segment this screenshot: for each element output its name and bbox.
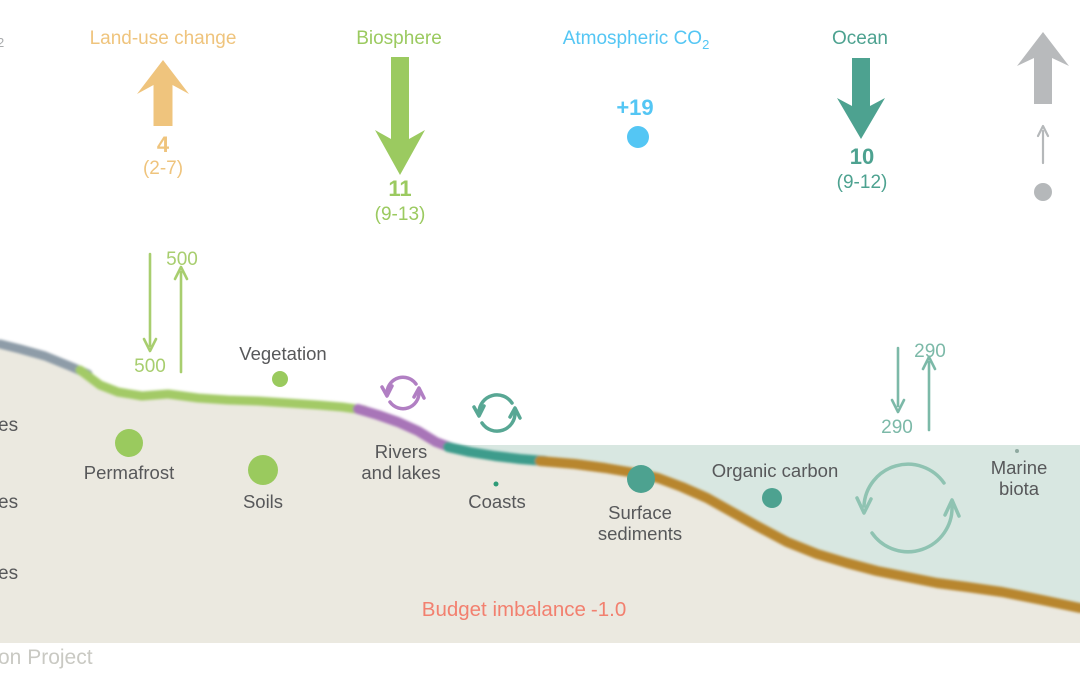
- rivers-and-lakes-label: Rivers and lakes: [361, 441, 441, 483]
- land-use-range: (2-7): [142, 158, 184, 179]
- coasts-dot: [493, 481, 499, 487]
- biosphere-down-arrow: [375, 57, 425, 175]
- flux-500-up-arrow: [173, 265, 189, 374]
- ocean-water: [433, 445, 1080, 607]
- soils-label: Soils: [242, 491, 284, 512]
- ocean-label: Ocean: [832, 28, 888, 49]
- rivers-cycle-icon: [380, 375, 426, 411]
- budget-imbalance-label: Budget imbalance: [421, 598, 586, 621]
- marine-biota-label: Marine biota: [990, 457, 1048, 499]
- biosphere-label: Biosphere: [356, 28, 442, 49]
- budget-imbalance: Budget imbalance -1.0: [421, 598, 627, 622]
- biosphere-value: 11: [388, 176, 412, 201]
- organic-carbon-label: Organic carbon: [711, 460, 839, 481]
- rivers-surface-purple: [353, 404, 457, 453]
- surface-sediments-label: Surface sediments: [597, 502, 683, 544]
- atmosphere-dot: [627, 126, 649, 148]
- vegetation-dot: [272, 371, 288, 387]
- cropped-fragment-left-1: es: [0, 415, 19, 436]
- cropped-fragment-left-3: es: [0, 563, 19, 584]
- co2-subscript: 2: [702, 37, 710, 52]
- coast-cycle-icon: [472, 393, 522, 433]
- biosphere-range: (9-13): [374, 204, 426, 225]
- marine-biota-dot: [1015, 449, 1019, 453]
- permafrost-label: Permafrost: [83, 462, 175, 483]
- coasts-label: Coasts: [468, 491, 526, 512]
- vegetation-label: Vegetation: [239, 343, 327, 364]
- cropped-fragment-top-left: 2: [0, 35, 5, 50]
- land-surface-green: [75, 365, 369, 415]
- land-use-label: Land-use change: [89, 28, 237, 49]
- flux-500-top-value: 500: [166, 249, 198, 270]
- coast-surface-teal: [443, 442, 550, 466]
- fossil-gray-dot: [1034, 183, 1052, 201]
- land-mass: [0, 345, 1080, 643]
- land-use-up-arrow: [137, 60, 189, 126]
- ocean-down-arrow: [837, 58, 885, 139]
- ocean-range: (9-12): [836, 172, 888, 193]
- soils-dot: [248, 455, 278, 485]
- watermark-text: on Project: [0, 646, 93, 669]
- flux-500-bottom-value: 500: [134, 356, 166, 377]
- fossil-thin-up-arrow: [1036, 124, 1050, 165]
- fossil-up-arrow: [1017, 32, 1069, 104]
- atmospheric-co2-label: Atmospheric CO2: [562, 28, 710, 52]
- land-use-value: 4: [156, 132, 170, 157]
- budget-imbalance-value: -1.0: [590, 598, 627, 621]
- ocean-cycle-icon: [855, 462, 961, 554]
- atmospheric-co2-value: +19: [616, 95, 654, 120]
- flux-290-top-value: 290: [914, 341, 946, 362]
- organic-carbon-dot: [762, 488, 782, 508]
- permafrost-dot: [115, 429, 143, 457]
- flux-290-up-arrow: [921, 355, 937, 432]
- surface-sediments-dot: [627, 465, 655, 493]
- ocean-value: 10: [849, 144, 875, 169]
- cropped-fragment-left-2: es: [0, 492, 19, 513]
- flux-500-down-arrow: [142, 252, 158, 353]
- flux-290-down-arrow: [890, 346, 906, 414]
- flux-290-bottom-value: 290: [881, 417, 913, 438]
